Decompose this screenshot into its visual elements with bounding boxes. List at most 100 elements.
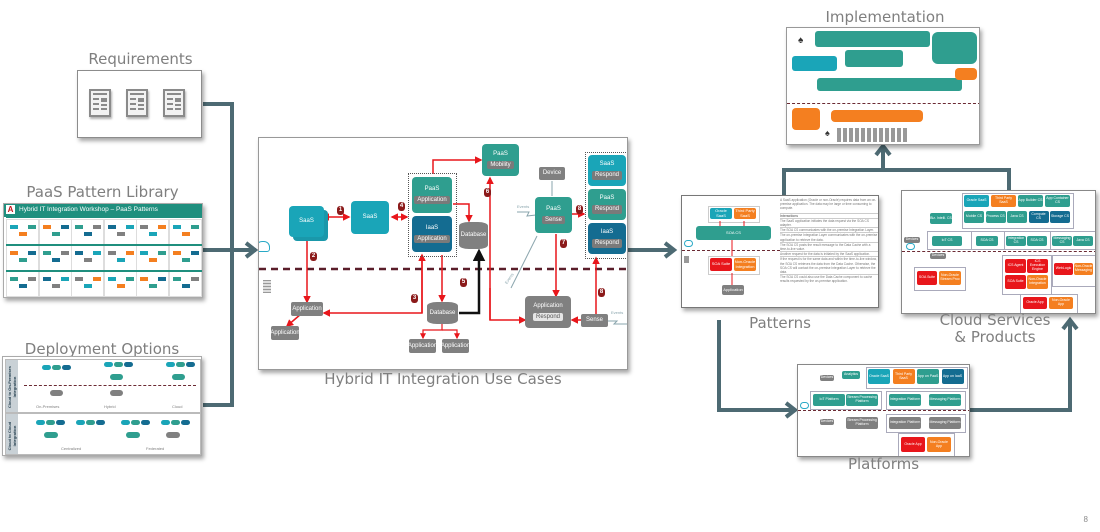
pattern-library-card[interactable]: A Hybrid IT Integration Workshop – PaaS … xyxy=(3,203,203,298)
application-db-node-1[interactable]: Application xyxy=(408,339,437,353)
saas-respond-node[interactable]: SaaS Respond xyxy=(588,155,626,186)
platform-frame xyxy=(898,433,955,456)
page-number: 8 xyxy=(1083,515,1088,524)
node-label: Application xyxy=(270,329,300,336)
paas-respond-node[interactable]: PaaS Respond xyxy=(588,189,626,220)
node-label: Application xyxy=(440,342,471,349)
row-label-band: Cloud to Cloud Integration xyxy=(6,414,18,454)
node-label: PaaS xyxy=(424,185,440,192)
requirements-card[interactable] xyxy=(77,70,202,138)
node-label: Application xyxy=(292,305,322,312)
thumbnail-box xyxy=(182,232,190,236)
thumbnail-box xyxy=(125,225,134,229)
pattern-thumbnail xyxy=(103,271,137,297)
platform-box: IoT Platform xyxy=(813,394,845,406)
node-label: IaaS xyxy=(425,224,439,231)
arrow-into-usecases xyxy=(244,241,259,259)
option-label: Centralized xyxy=(61,446,82,451)
thumbnail-box xyxy=(28,251,36,255)
node-label: SaaS xyxy=(362,214,378,221)
paas-mobility-node[interactable]: PaaS Mobility xyxy=(482,144,519,176)
node-label: PaaS xyxy=(599,195,615,202)
connector-platforms-to-cloud xyxy=(970,320,1072,412)
boundary-line xyxy=(787,103,979,104)
step-badge: 5 xyxy=(460,278,467,287)
building-icon xyxy=(263,280,271,293)
pattern-thumbnail xyxy=(136,219,170,245)
mini-box xyxy=(181,420,190,425)
paas-application-node[interactable]: PaaS Application xyxy=(412,177,452,213)
sense-onprem-node[interactable]: Sense xyxy=(581,314,608,327)
arrow-into-implementation xyxy=(874,142,892,157)
thumbnail-box xyxy=(28,225,36,229)
mini-box xyxy=(62,365,71,370)
thumbnail-box xyxy=(191,277,199,281)
implementation-card[interactable]: ♠ ♠ xyxy=(786,27,980,145)
platform-frame xyxy=(886,414,966,433)
thumbnail-box xyxy=(149,284,158,288)
arrow-into-platforms xyxy=(784,401,799,419)
application-respond-node[interactable]: Application Respond xyxy=(525,296,571,328)
pattern-thumbnail xyxy=(136,245,170,271)
mini-box xyxy=(124,362,133,367)
platform-box: Messaging Platform xyxy=(929,417,961,429)
pattern-thumbnail xyxy=(103,219,137,245)
database-onprem-node[interactable]: Database xyxy=(427,302,458,324)
deployment-options-card[interactable]: Cloud to On-Premises Integration On-Prem… xyxy=(2,356,202,456)
mini-box xyxy=(46,420,55,425)
patterns-title: Patterns xyxy=(749,314,811,332)
thumbnail-box xyxy=(140,251,149,255)
application-box: Application xyxy=(722,285,744,295)
thumbnail-box xyxy=(149,258,158,262)
platform-frame xyxy=(886,391,966,410)
cloud-icon xyxy=(259,241,270,252)
service-box: Mobile CS xyxy=(964,211,984,223)
paas-sense-node[interactable]: PaaS Sense xyxy=(535,197,572,233)
platform-box: Stream Processing Platform xyxy=(846,417,878,429)
connector-patterns-to-platforms xyxy=(717,320,795,412)
saas-node-1[interactable]: SaaS xyxy=(289,206,324,237)
application-node[interactable]: Application xyxy=(291,302,323,316)
service-box: Third Party SaaS xyxy=(892,369,915,384)
mini-box xyxy=(50,390,63,396)
thumbnail-box xyxy=(93,225,102,229)
box-label: Application xyxy=(723,286,743,292)
mini-box xyxy=(42,365,51,370)
application-sub-node[interactable]: Application xyxy=(270,326,300,340)
row-divider xyxy=(6,270,202,272)
product-box: Oracle App xyxy=(1023,297,1047,309)
pattern-step: If the request is for the same data and … xyxy=(780,256,878,275)
thumbnail-box xyxy=(116,232,125,236)
saas-node-2[interactable]: SaaS xyxy=(351,201,389,234)
device-node[interactable]: Device xyxy=(539,167,565,180)
pattern-step: The SOA CS communicates with the on-prem… xyxy=(780,227,878,232)
mini-box xyxy=(161,420,170,425)
use-case-arrows xyxy=(259,156,627,340)
iaas-respond-node[interactable]: IaaS Respond xyxy=(588,223,626,254)
thumbnail-box xyxy=(107,251,116,255)
events-label: Events xyxy=(611,310,624,315)
pattern-footer: The SOA CS could also use the Data Cache… xyxy=(780,274,878,283)
device-box: Devices xyxy=(820,419,834,425)
patterns-card[interactable]: Oracle SaaS Third Party SaaS SOA CS SOA … xyxy=(681,195,879,308)
cloud-icon xyxy=(684,240,693,247)
iaas-application-node[interactable]: IaaS Application xyxy=(412,216,452,252)
node-label: Database xyxy=(460,232,487,239)
step-badge: 6 xyxy=(484,188,491,197)
platform-box: Messaging Platform xyxy=(929,394,961,406)
cloud-services-title: Cloud Services & Products xyxy=(920,312,1070,346)
use-cases-card[interactable]: SaaS SaaS PaaS Application IaaS Applicat… xyxy=(258,137,628,370)
boundary-line xyxy=(24,385,196,386)
soa-cs-box: SOA CS xyxy=(696,226,771,240)
application-db-node-2[interactable]: Application xyxy=(440,339,471,353)
node-inner-label: Respond xyxy=(591,171,623,180)
product-box: SOA Suite xyxy=(917,271,937,285)
database-cloud-node[interactable]: Database xyxy=(459,222,488,249)
building-icon xyxy=(684,256,689,263)
mini-box xyxy=(36,420,45,425)
thumbnail-box xyxy=(140,277,149,281)
